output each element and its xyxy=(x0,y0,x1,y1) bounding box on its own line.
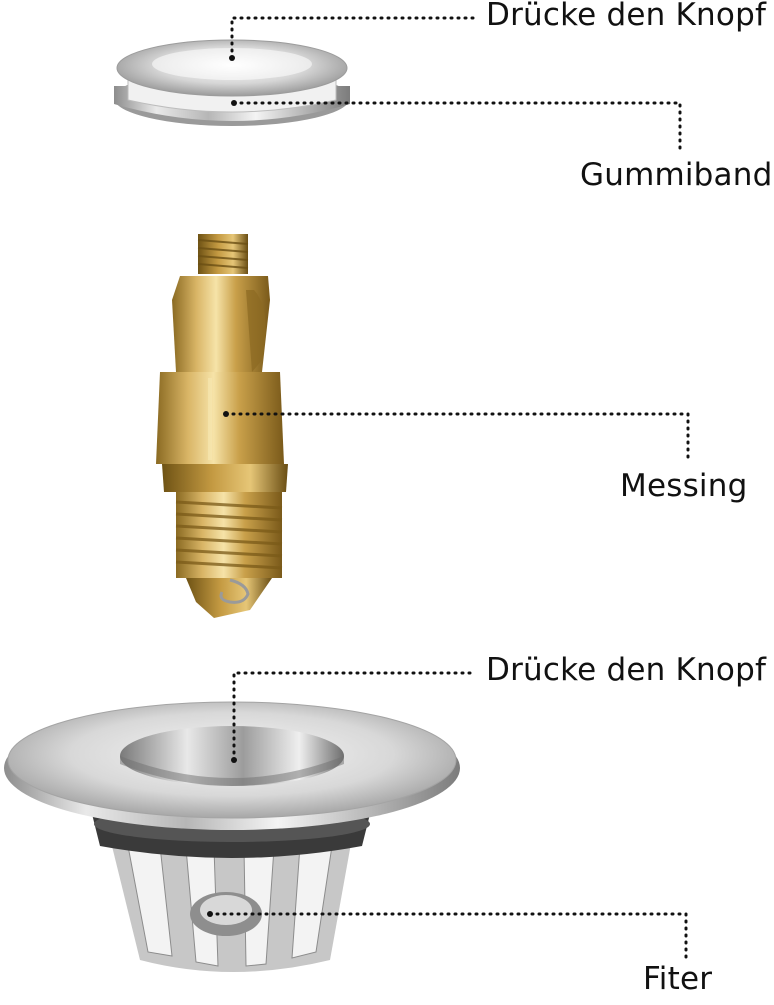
label-press-knob-top: Drücke den Knopf xyxy=(486,0,767,33)
leader-rubber-band xyxy=(232,101,682,154)
leader-lines xyxy=(208,16,690,960)
brass-core xyxy=(156,234,288,618)
label-rubber-band: Gummiband xyxy=(580,157,773,193)
push-button-cap xyxy=(114,39,350,126)
label-brass: Messing xyxy=(620,468,748,504)
label-press-knob-flange: Drücke den Knopf xyxy=(486,652,767,688)
drain-flange xyxy=(4,701,460,972)
leader-brass xyxy=(224,412,690,464)
leader-filter xyxy=(208,912,688,960)
leader-press-knob-top xyxy=(230,16,478,60)
label-filter: Fiter xyxy=(643,961,713,997)
leader-endpoints xyxy=(207,55,237,917)
leader-press-knob-flange xyxy=(232,671,478,762)
